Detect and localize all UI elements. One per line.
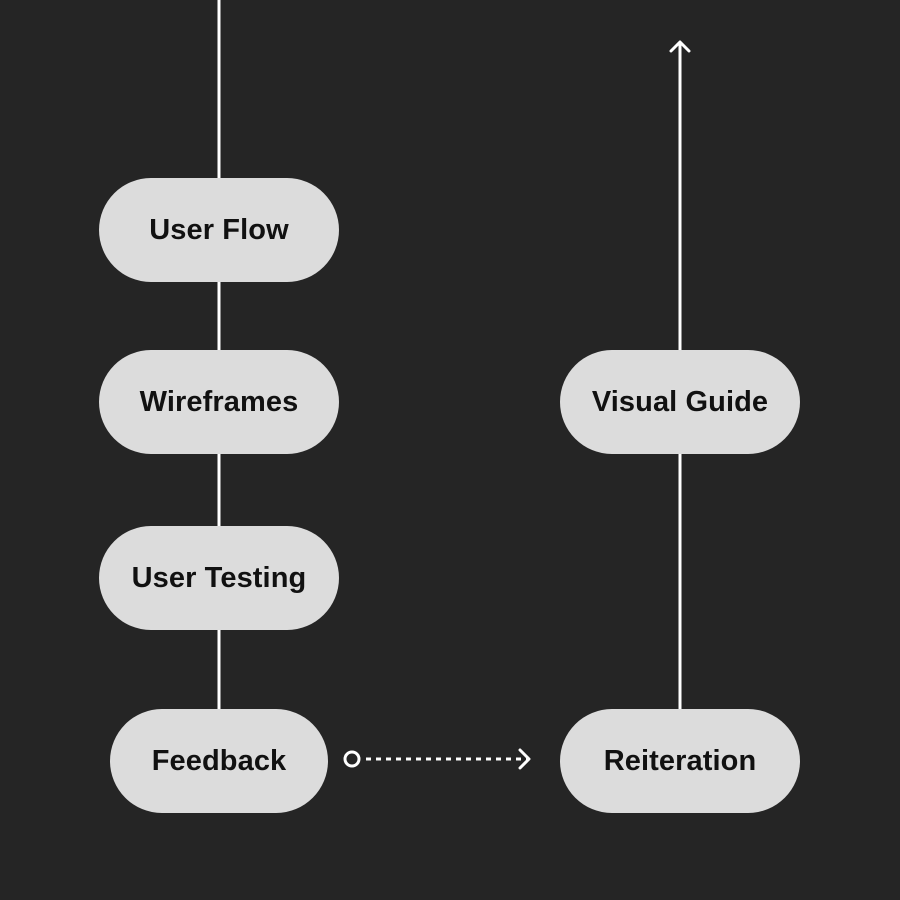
arrowhead-right-icon xyxy=(518,748,531,770)
node-label: User Testing xyxy=(131,561,307,594)
node-reiteration: Reiteration xyxy=(560,709,800,813)
connector-start-circle-icon xyxy=(343,750,361,768)
node-label: Reiteration xyxy=(603,744,757,777)
node-label: Feedback xyxy=(151,744,287,777)
node-label: User Flow xyxy=(149,213,289,246)
node-user-testing: User Testing xyxy=(99,526,339,630)
node-feedback: Feedback xyxy=(110,709,328,813)
node-label: Wireframes xyxy=(139,385,299,418)
arrowhead-up-icon xyxy=(669,40,691,53)
node-user-flow: User Flow xyxy=(99,178,339,282)
node-wireframes: Wireframes xyxy=(99,350,339,454)
node-visual-guide: Visual Guide xyxy=(560,350,800,454)
node-label: Visual Guide xyxy=(591,385,769,418)
